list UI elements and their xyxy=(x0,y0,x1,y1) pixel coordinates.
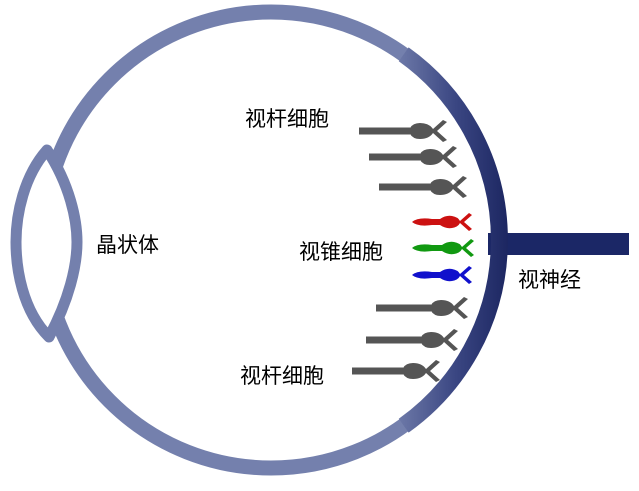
cone-cell xyxy=(412,266,472,284)
label-rod-cells-top: 视杆细胞 xyxy=(245,107,329,131)
rod-cell xyxy=(369,146,457,168)
photoreceptor-cells xyxy=(352,120,474,382)
cone-cell xyxy=(412,213,472,231)
cone-cell xyxy=(412,239,474,257)
retina xyxy=(398,47,508,433)
label-optic-nerve: 视神经 xyxy=(518,268,581,292)
label-cone-cells: 视锥细胞 xyxy=(299,240,383,264)
label-rod-cells-bottom: 视杆细胞 xyxy=(240,364,324,388)
rod-cell xyxy=(359,120,447,142)
lens xyxy=(10,144,83,343)
optic-nerve xyxy=(488,233,629,255)
rod-cell xyxy=(366,329,458,351)
rod-cell xyxy=(376,297,468,319)
rod-cell xyxy=(352,360,440,382)
rod-cell xyxy=(379,176,467,198)
label-lens: 晶状体 xyxy=(96,233,159,257)
